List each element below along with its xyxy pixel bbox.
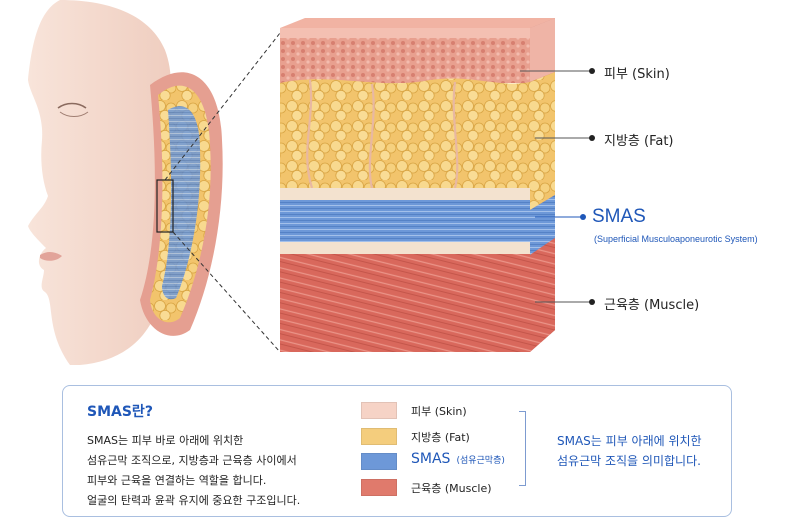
info-title: SMAS란? (87, 404, 153, 420)
label-fat: 지방층 (Fat) (604, 134, 674, 149)
swatch-smas (361, 453, 397, 470)
face-profile (28, 0, 174, 365)
swatch-fat (361, 428, 397, 445)
summary-line-2: 섬유근막 조직을 의미합니다. (557, 454, 701, 468)
info-line-1: SMAS는 피부 바로 아래에 위치한 (87, 434, 244, 447)
legend-skin: 피부 (Skin) (411, 405, 467, 418)
info-box: SMAS란? SMAS는 피부 바로 아래에 위치한 섬유근막 조직으로, 지방… (62, 385, 732, 517)
info-line-4: 얼굴의 탄력과 윤곽 유지에 중요한 구조입니다. (87, 494, 301, 507)
info-line-3: 피부와 근육을 연결하는 역할을 합니다. (87, 474, 267, 487)
legend-muscle: 근육층 (Muscle) (411, 482, 492, 495)
summary-line-1: SMAS는 피부 아래에 위치한 (557, 434, 702, 448)
label-smas-full: (Superficial Musculoaponeurotic System) (594, 234, 758, 244)
legend-smas-label: SMAS (411, 451, 451, 467)
legend-smas-sub: (섬유근막층) (456, 456, 505, 466)
anatomy-illustration (28, 0, 595, 365)
swatch-skin (361, 402, 397, 419)
tissue-block (280, 18, 555, 352)
label-muscle: 근육층 (Muscle) (604, 298, 700, 313)
label-smas: SMAS (592, 206, 646, 227)
legend-brace (519, 411, 526, 486)
info-line-2: 섬유근막 조직으로, 지방층과 근육층 사이에서 (87, 454, 297, 467)
cheek-cross-section (140, 72, 223, 336)
legend-fat: 지방층 (Fat) (411, 431, 470, 444)
legend-smas: SMAS (섬유근막층) (411, 451, 505, 467)
label-skin: 피부 (Skin) (604, 67, 670, 82)
swatch-muscle (361, 479, 397, 496)
